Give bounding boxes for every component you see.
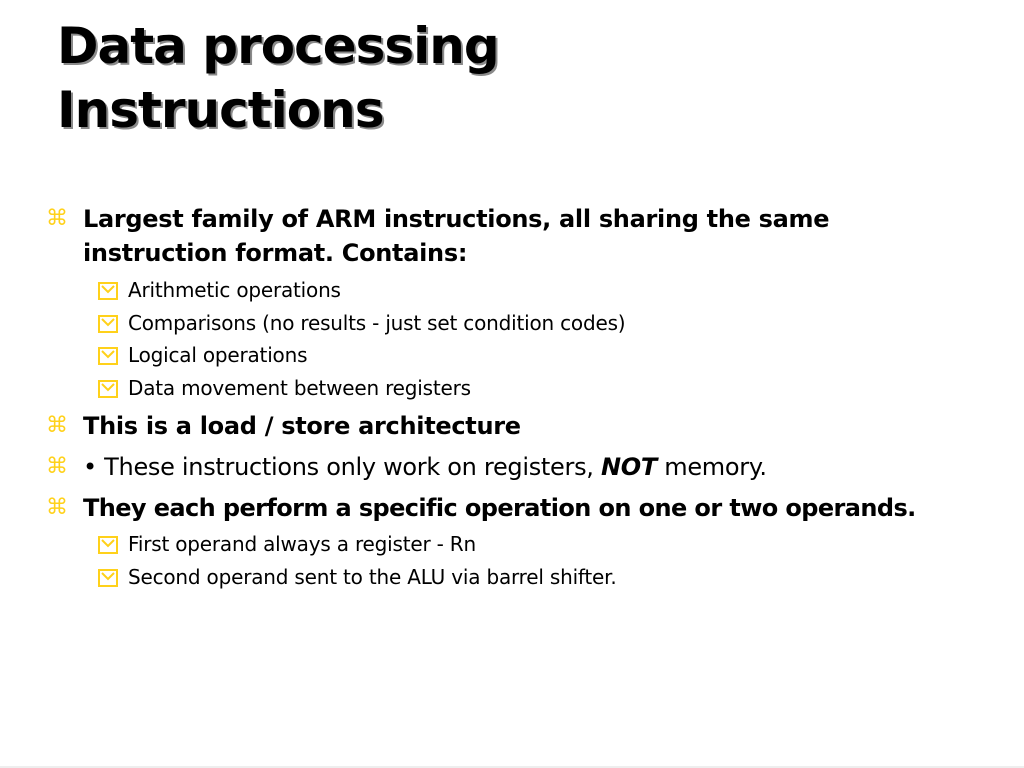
bullet-registers-prefix: • These instructions only work on regist…: [83, 453, 594, 481]
title-line-1: Data processing: [57, 17, 500, 75]
checkbox-checked-icon: [98, 347, 118, 365]
command-key-icon: ⌘: [46, 413, 68, 438]
bullet-registers-emphasis: NOT: [600, 453, 657, 481]
bullet-load-store: This is a load / store architecture: [83, 412, 521, 440]
sub-bullet-data-movement: Data movement between registers: [128, 376, 471, 400]
sub-bullet-logical: Logical operations: [128, 343, 308, 367]
command-key-icon: ⌘: [46, 454, 68, 479]
command-key-icon: ⌘: [46, 206, 68, 231]
bottom-divider: [0, 766, 1024, 768]
checkbox-checked-icon: [98, 569, 118, 587]
sub-bullet-comparisons: Comparisons (no results - just set condi…: [128, 311, 626, 335]
bullet-registers-suffix: memory.: [664, 453, 767, 481]
checkbox-checked-icon: [98, 536, 118, 554]
command-key-icon: ⌘: [46, 495, 68, 520]
sub-bullet-first-operand: First operand always a register - Rn: [128, 532, 476, 556]
bullet-operands: They each perform a specific operation o…: [83, 494, 916, 522]
bullet-registers-only: • These instructions only work on regist…: [83, 450, 767, 484]
checkbox-checked-icon: [98, 380, 118, 398]
sub-bullet-second-operand: Second operand sent to the ALU via barre…: [128, 565, 617, 589]
slide-title: Data processing Instructions: [57, 14, 957, 142]
checkbox-checked-icon: [98, 282, 118, 300]
sub-bullet-arithmetic: Arithmetic operations: [128, 278, 341, 302]
bullet-largest-family-line2: instruction format. Contains:: [83, 239, 468, 267]
checkbox-checked-icon: [98, 315, 118, 333]
title-line-2: Instructions: [57, 81, 385, 139]
bullet-largest-family-line1: Largest family of ARM instructions, all …: [83, 205, 830, 233]
